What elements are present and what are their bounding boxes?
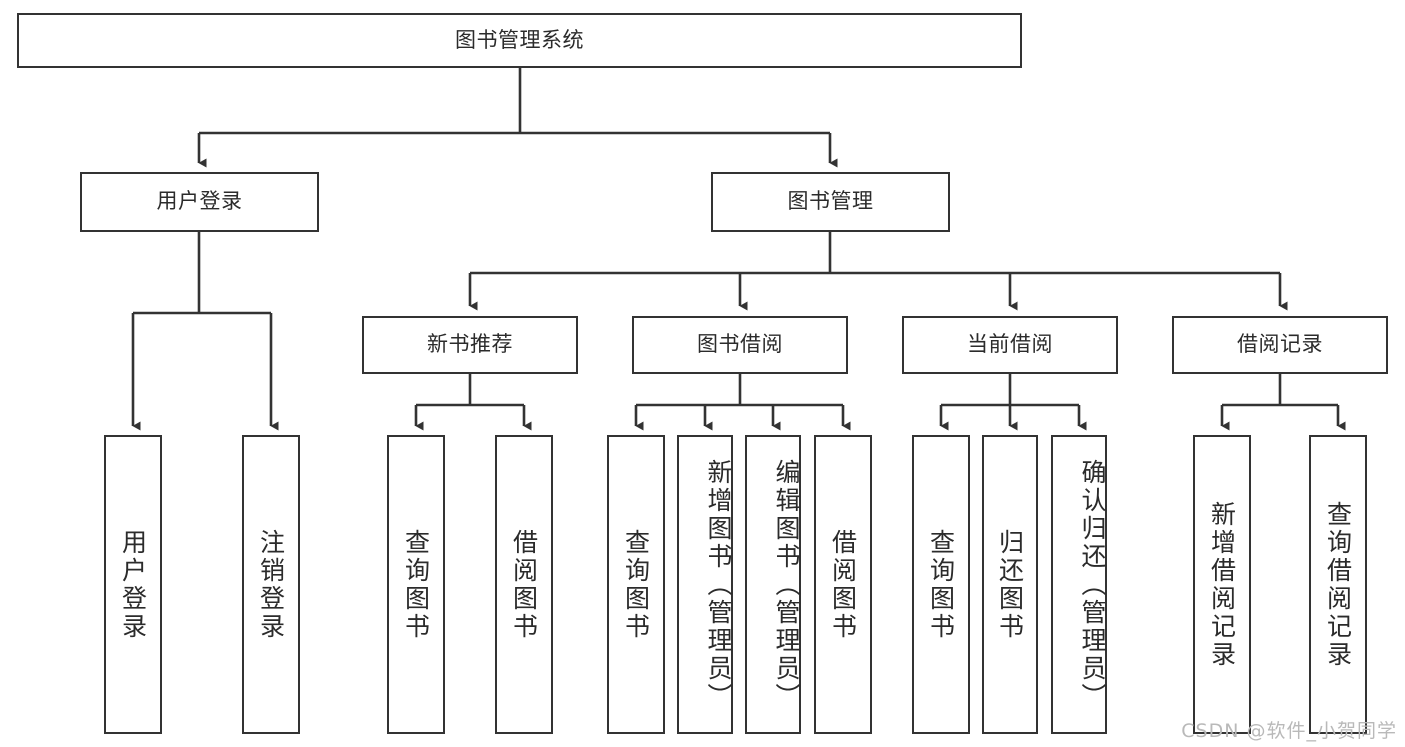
- leaf-borrow-book[interactable]: 借阅图书: [814, 435, 872, 734]
- leaf-label: 注销登录: [256, 528, 286, 641]
- leaf-add-book-admin[interactable]: 新增图书（管理员）: [677, 435, 733, 734]
- leaf-add-borrow-record[interactable]: 新增借阅记录: [1193, 435, 1251, 734]
- leaf-query-borrow-record[interactable]: 查询借阅记录: [1309, 435, 1367, 734]
- node-root-system[interactable]: 图书管理系统: [17, 13, 1022, 68]
- leaf-label: 查询图书: [621, 528, 651, 641]
- node-book-borrow[interactable]: 图书借阅: [632, 316, 848, 374]
- leaf-query-book-current[interactable]: 查询图书: [912, 435, 970, 734]
- leaf-edit-book-admin[interactable]: 编辑图书（管理员）: [745, 435, 801, 734]
- leaf-label: 用户登录: [118, 528, 148, 641]
- leaf-label: 查询图书: [401, 528, 431, 641]
- leaf-label: 确认归还（管理员）: [1078, 458, 1107, 711]
- node-borrow-record[interactable]: 借阅记录: [1172, 316, 1388, 374]
- leaf-return-book[interactable]: 归还图书: [982, 435, 1038, 734]
- node-user-login[interactable]: 用户登录: [80, 172, 319, 232]
- node-book-management[interactable]: 图书管理: [711, 172, 950, 232]
- leaf-query-book-recommend[interactable]: 查询图书: [387, 435, 445, 734]
- leaf-user-logout[interactable]: 注销登录: [242, 435, 300, 734]
- leaf-label: 查询图书: [926, 528, 956, 641]
- csdn-watermark: CSDN @软件_小贺同学: [1181, 720, 1397, 742]
- node-current-borrow[interactable]: 当前借阅: [902, 316, 1118, 374]
- leaf-label: 新增图书（管理员）: [704, 458, 733, 711]
- leaf-label: 新增借阅记录: [1207, 500, 1237, 669]
- leaf-query-book-borrow[interactable]: 查询图书: [607, 435, 665, 734]
- leaf-label: 借阅图书: [828, 528, 858, 641]
- leaf-borrow-book-recommend[interactable]: 借阅图书: [495, 435, 553, 734]
- leaf-label: 借阅图书: [509, 528, 539, 641]
- node-new-book-recommend[interactable]: 新书推荐: [362, 316, 578, 374]
- leaf-confirm-return-admin[interactable]: 确认归还（管理员）: [1051, 435, 1107, 734]
- leaf-label: 编辑图书（管理员）: [772, 458, 801, 711]
- leaf-label: 归还图书: [995, 528, 1025, 641]
- leaf-label: 查询借阅记录: [1323, 500, 1353, 669]
- leaf-user-login[interactable]: 用户登录: [104, 435, 162, 734]
